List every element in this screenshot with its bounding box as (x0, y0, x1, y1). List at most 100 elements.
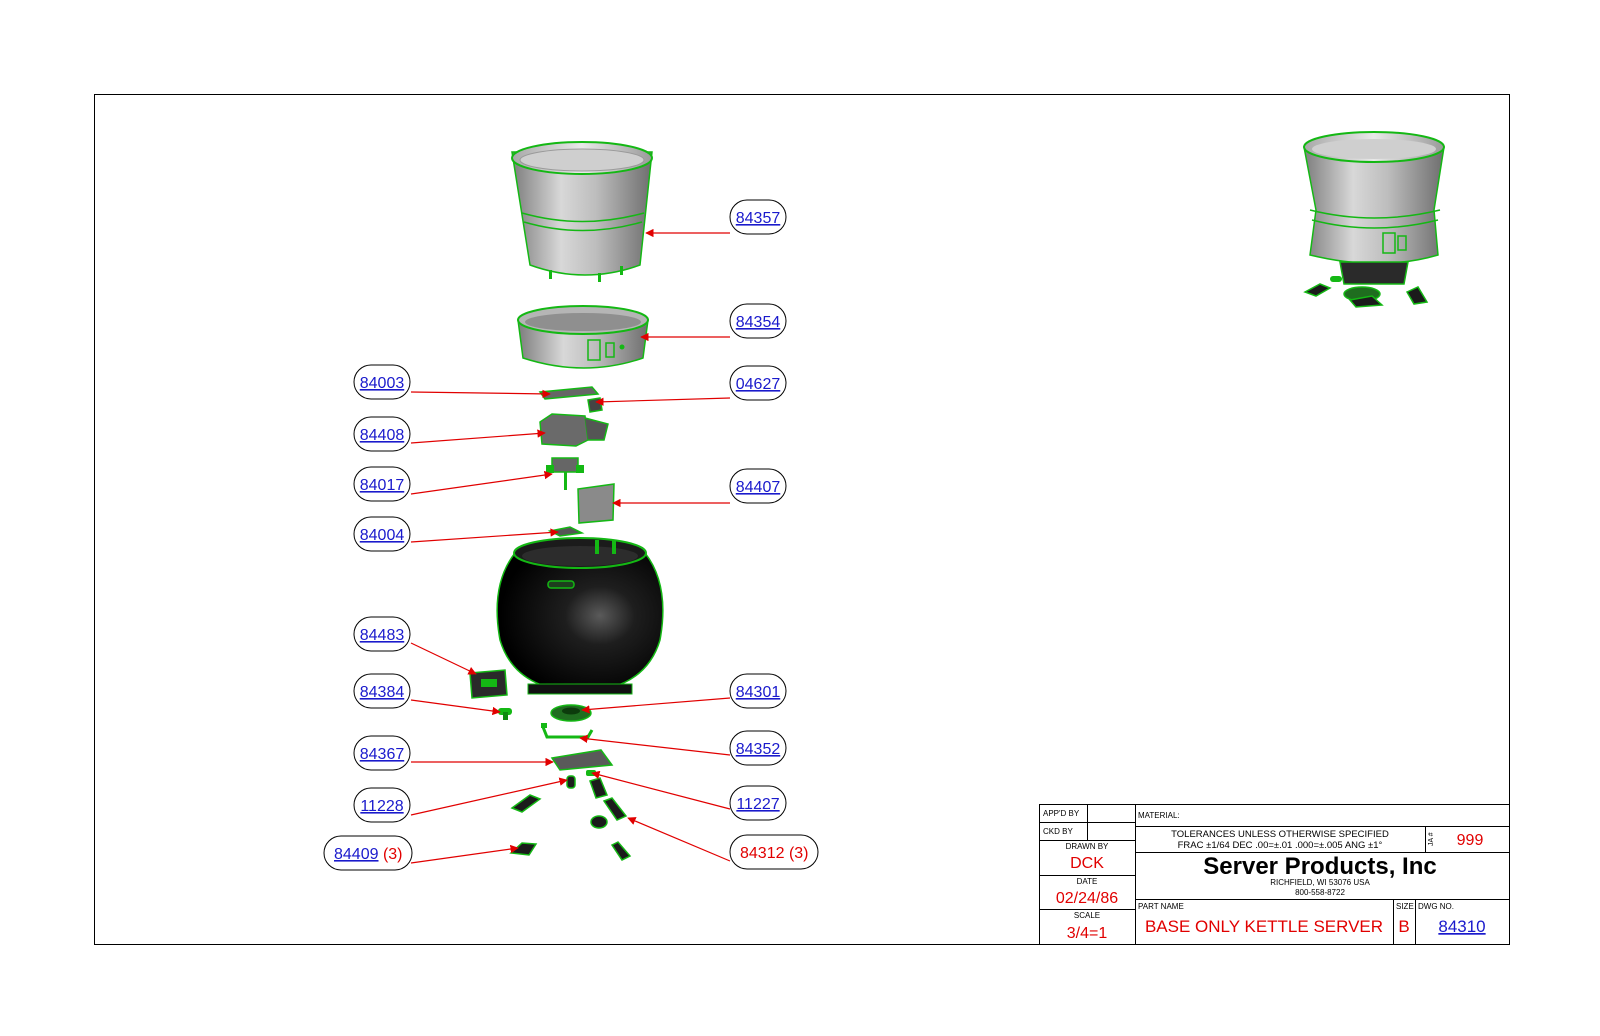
callout-label[interactable]: 84407 (736, 479, 781, 496)
part-84312-feet (589, 777, 632, 861)
tolerances-line-1: TOLERANCES UNLESS OTHERWISE SPECIFIED (1171, 829, 1389, 840)
leader-84003 (410, 389, 551, 399)
part-number-link[interactable]: 84352 (736, 741, 781, 758)
quantity-label: (3) (785, 845, 809, 862)
callout-84004[interactable]: 84004 (353, 516, 411, 552)
callout-label[interactable]: 84004 (360, 527, 405, 544)
callout-84003[interactable]: 84003 (353, 364, 411, 400)
part-84384-knob (498, 708, 512, 720)
callout-bubble (729, 199, 787, 235)
callout-label[interactable]: 04627 (736, 376, 781, 393)
callout-label[interactable]: 84312 (3) (740, 845, 809, 862)
callout-label[interactable]: 84301 (736, 684, 781, 701)
leader-84384 (410, 699, 501, 716)
callout-11228[interactable]: 11228 (353, 787, 411, 823)
callout-84352[interactable]: 84352 (729, 730, 787, 766)
callout-label[interactable]: 84357 (736, 210, 781, 227)
callout-11227[interactable]: 11227 (729, 785, 787, 821)
callout-label[interactable]: 84384 (360, 684, 405, 701)
part-04627-clip (587, 397, 603, 413)
part-84354-ring (517, 305, 649, 369)
dwg-no-value: 84310 (1438, 917, 1485, 936)
part-number-link[interactable]: 84483 (360, 627, 405, 644)
dwg-no-label: DWG NO. (1418, 902, 1454, 911)
leader-84301 (581, 697, 731, 714)
callout-84384[interactable]: 84384 (353, 673, 411, 709)
callout-84017[interactable]: 84017 (353, 466, 411, 502)
callout-bubble (353, 416, 411, 452)
part-number-link[interactable]: 84003 (360, 375, 405, 392)
callout-label[interactable]: 84409 (3) (334, 846, 403, 863)
callout-84407[interactable]: 84407 (729, 468, 787, 504)
leader-84004 (410, 528, 559, 543)
part-number-link[interactable]: 84004 (360, 527, 405, 544)
leader-lines (410, 228, 731, 864)
leader-04627 (595, 397, 731, 406)
part-number-link[interactable]: 84409 (334, 846, 379, 863)
part-number-link[interactable]: 84384 (360, 684, 405, 701)
callout-label[interactable]: 84352 (736, 741, 781, 758)
size-label: SIZE (1396, 902, 1414, 911)
callout-label[interactable]: 84003 (360, 375, 405, 392)
callout-bubble (729, 730, 787, 766)
part-84483-switch-plate (469, 669, 508, 699)
part-name-label: PART NAME (1138, 902, 1184, 911)
callout-label[interactable]: 84367 (360, 746, 405, 763)
callout-bubble (353, 466, 411, 502)
callout-84354[interactable]: 84354 (729, 303, 787, 339)
leader-84483 (410, 642, 477, 675)
part-number-link[interactable]: 04627 (736, 376, 781, 393)
title-block: APP'D BY CKD BY DRAWN BY DCK DATE 02/24/… (1039, 804, 1510, 945)
callout-label[interactable]: 84408 (360, 427, 405, 444)
callout-label[interactable]: 84017 (360, 477, 405, 494)
part-number-link[interactable]: 84017 (360, 477, 405, 494)
part-number-link[interactable]: 84367 (360, 746, 405, 763)
callout-bubble (729, 673, 787, 709)
callout-label[interactable]: 84483 (360, 627, 405, 644)
callout-label[interactable]: 11227 (736, 796, 779, 813)
callout-bubble (353, 673, 411, 709)
leader-84408 (410, 429, 546, 444)
callout-label[interactable]: 84354 (736, 314, 781, 331)
leader-84352 (579, 734, 731, 756)
callout-84408[interactable]: 84408 (353, 416, 411, 452)
callout-bubble (729, 785, 787, 821)
scale-value: 3/4=1 (1067, 925, 1108, 942)
sheet-border (94, 94, 1510, 945)
part-number-link[interactable]: 84357 (736, 210, 781, 227)
part-84408-housing (539, 413, 609, 447)
part-number-link[interactable]: 84312 (740, 845, 785, 862)
part-number-link[interactable]: 84301 (736, 684, 781, 701)
callout-84409[interactable]: 84409 (3) (323, 835, 413, 871)
callout-bubble (729, 468, 787, 504)
title-block-frame (1039, 804, 1510, 945)
callout-84312[interactable]: 84312 (3) (729, 834, 819, 870)
callout-bubble (353, 735, 411, 771)
callout-bubble (353, 787, 411, 823)
part-84367-bottom-plate (550, 749, 614, 771)
callout-04627[interactable]: 04627 (729, 365, 787, 401)
ja-number: 999 (1457, 832, 1484, 849)
callout-84483[interactable]: 84483 (353, 616, 411, 652)
part-11227 (586, 770, 596, 776)
part-number-link[interactable]: 11228 (360, 798, 403, 815)
part-84017-thermostat (546, 457, 584, 490)
callout-bubble (729, 834, 819, 870)
company-phone: 800-558-8722 (1295, 888, 1345, 897)
part-number-link[interactable]: 11227 (736, 796, 779, 813)
callout-bubble (729, 303, 787, 339)
part-name-value: BASE ONLY KETTLE SERVER (1145, 917, 1383, 936)
callout-84367[interactable]: 84367 (353, 735, 411, 771)
part-number-link[interactable]: 84408 (360, 427, 405, 444)
part-number-link[interactable]: 84354 (736, 314, 781, 331)
callout-84301[interactable]: 84301 (729, 673, 787, 709)
ckd-by-label: CKD BY (1043, 827, 1073, 836)
date-label: DATE (1077, 877, 1098, 886)
callout-84357[interactable]: 84357 (729, 199, 787, 235)
callout-label[interactable]: 11228 (360, 798, 403, 815)
part-number-link[interactable]: 84407 (736, 479, 781, 496)
callout-bubbles: 84357 84354 84003 04627 84408 84017 84407 84004… (323, 199, 819, 871)
part-kettle-body (496, 537, 664, 695)
callout-bubble (323, 835, 413, 871)
